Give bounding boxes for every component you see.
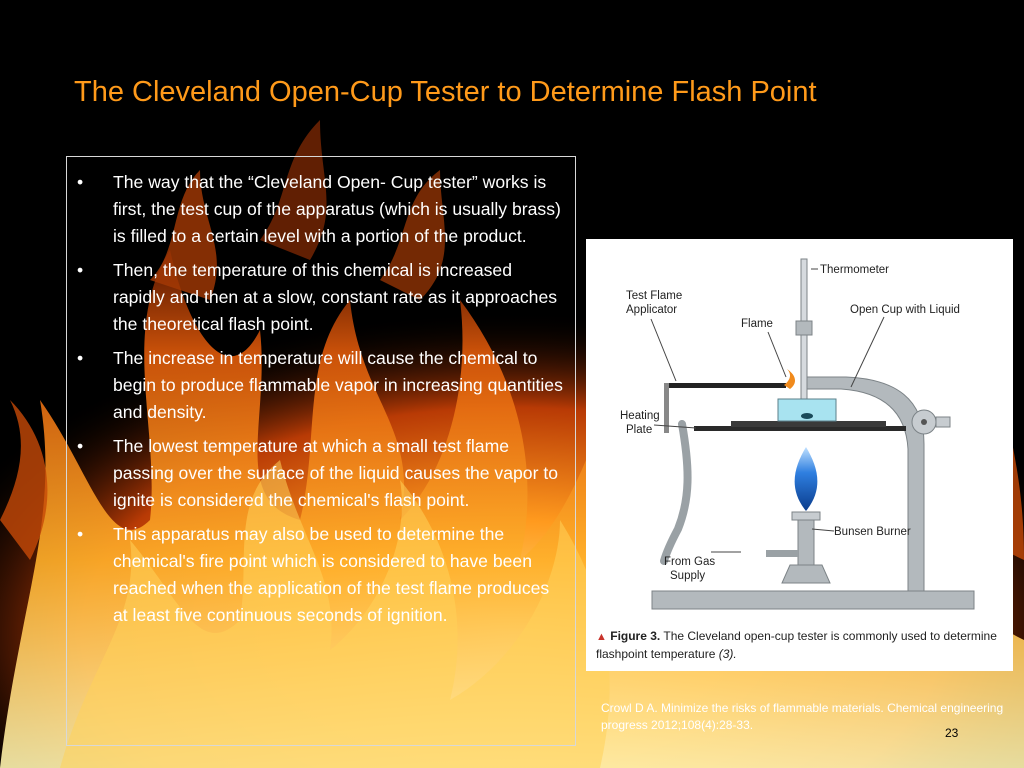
bullet-item: • The lowest temperature at which a small… (67, 433, 565, 514)
bullet-dot: • (77, 260, 84, 280)
label-bunsen: Bunsen Burner (834, 526, 911, 538)
bullet-text-box: • The way that the “Cleveland Open- Cup t… (66, 156, 576, 746)
bullet-item: • This apparatus may also be used to dete… (67, 521, 565, 629)
label-gas-1: From Gas (664, 556, 715, 568)
heating-plate (694, 426, 906, 431)
citation: Crowl D A. Minimize the risks of flammab… (601, 701, 1004, 732)
label-gas-2: Supply (670, 570, 705, 582)
label-test-flame-1: Test Flame (626, 290, 682, 302)
burner-base (781, 564, 831, 584)
bunsen-flame (794, 447, 818, 511)
caption-ref: (3). (718, 647, 737, 661)
apparatus-diagram: Thermometer Test Flame Applicator Open C… (620, 258, 975, 610)
plate-top (731, 421, 886, 427)
thermometer-clamp (795, 320, 813, 336)
caption-triangle-icon: ▲ (596, 631, 607, 643)
caption-label: Figure 3. (610, 629, 661, 643)
bullet-text: This apparatus may also be used to deter… (113, 524, 550, 625)
bullet-item: • The way that the “Cleveland Open- Cup t… (67, 169, 565, 250)
bullet-dot: • (77, 172, 84, 192)
label-test-flame-2: Applicator (626, 304, 677, 316)
label-open-cup: Open Cup with Liquid (850, 304, 960, 316)
bullet-dot: • (77, 436, 84, 456)
test-flame-arm (666, 383, 786, 388)
burner-collar (791, 511, 821, 521)
test-flame (784, 369, 796, 389)
bullet-dot: • (77, 524, 84, 544)
gas-hose (660, 420, 692, 565)
bullet-item: • Then, the temperature of this chemical … (67, 257, 565, 338)
slide-number: 23 (945, 726, 959, 740)
caption-text: The Cleveland open-cup tester is commonl… (596, 629, 997, 661)
applicator-rod (664, 383, 669, 433)
bullet-item: • The increase in temperature will cause … (67, 345, 565, 426)
bullet-list: • The way that the “Cleveland Open- Cup t… (67, 157, 575, 629)
figure-caption: ▲ Figure 3. The Cleveland open-cup teste… (596, 628, 1006, 663)
bullet-text: The way that the “Cleveland Open- Cup te… (113, 172, 561, 246)
bunsen-burner (797, 516, 815, 566)
slide-title: The Cleveland Open-Cup Tester to Determi… (74, 76, 817, 108)
knob-screw (935, 416, 951, 428)
cup-liquid-center (801, 413, 813, 419)
label-thermometer: Thermometer (820, 264, 889, 276)
label-heating-2: Plate (626, 424, 652, 436)
bullet-text: The lowest temperature at which a small … (113, 436, 558, 510)
base-plate (651, 590, 975, 610)
burner-gas-inlet (766, 550, 798, 557)
label-heating-1: Heating (620, 410, 660, 422)
apparatus-figure: Thermometer Test Flame Applicator Open C… (586, 239, 1013, 671)
bullet-dot: • (77, 348, 84, 368)
label-flame: Flame (741, 318, 773, 330)
knob-pin (921, 419, 927, 425)
bullet-text: The increase in temperature will cause t… (113, 348, 563, 422)
leader-lines (650, 268, 885, 553)
open-cup (777, 398, 837, 422)
bullet-text: Then, the temperature of this chemical i… (113, 260, 558, 334)
